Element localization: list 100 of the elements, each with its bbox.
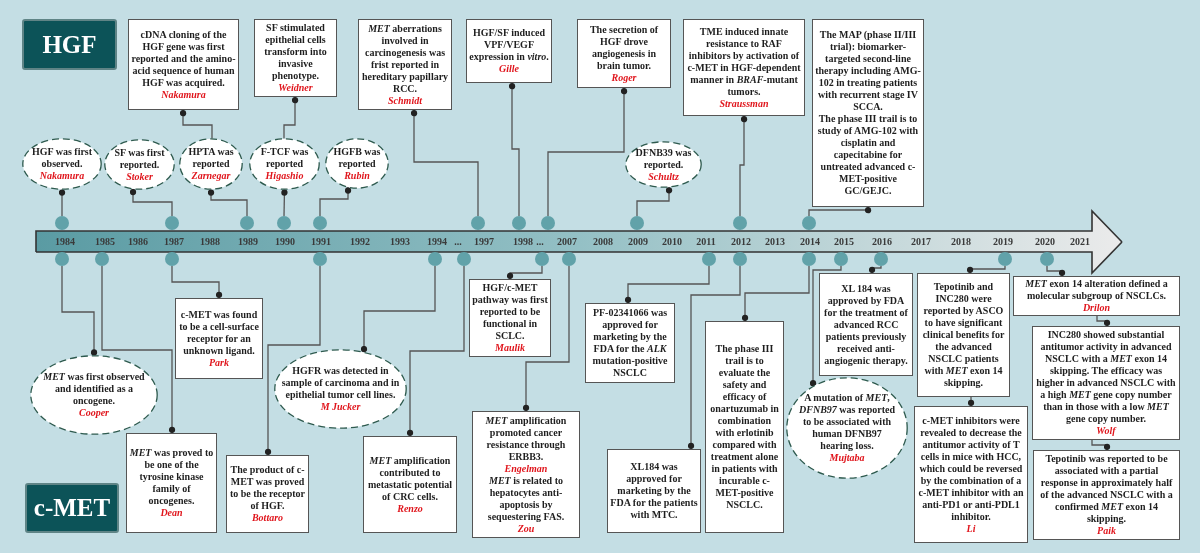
event-text: XL 184 was approved by FDA for the treatment of advanced RCC patients previously received anti-angiogenic therapy. <box>823 282 909 367</box>
event-text: The phase III trail is to evaluate the safety and efficacy of onartuzumab in combination with erlotinib compared with treatment alone in patients with incurable c-MET-positive NSCLC. <box>709 343 780 511</box>
author-name: Paik <box>1097 525 1116 537</box>
author-name: Li <box>966 522 976 535</box>
year-label: 1993 <box>390 236 410 248</box>
section-header <box>22 19 117 70</box>
event-box <box>607 449 701 533</box>
event-box <box>812 19 924 207</box>
timeline-dot-icon <box>562 252 576 266</box>
year-label: 2017 <box>911 236 931 248</box>
connector-line <box>739 115 748 217</box>
timeline-dot-icon <box>874 252 888 266</box>
year-label: 2021 <box>1070 236 1090 248</box>
event-text: cDNA cloning of the HGF gene was first reported and the amino-acid sequence of human HGF was acquired. <box>131 28 236 89</box>
connector-line <box>406 265 465 437</box>
connector-line <box>687 265 741 450</box>
author-name: Maulik <box>495 342 525 354</box>
connector-line <box>1091 439 1111 451</box>
event-text: SF was first reported. <box>113 146 166 171</box>
year-label: 2009 <box>628 236 648 248</box>
event-ellipse <box>625 141 702 188</box>
year-label: 1989 <box>238 236 258 248</box>
author-name: Zou <box>517 522 535 535</box>
event-text: HGF/c-MET pathway was first reported to be functional in SCLC. <box>472 282 548 342</box>
event-text: MET amplification promoted cancer resistance through ERBB3. <box>484 414 568 463</box>
event-text: The phase III trail is to study of AMG-102 with cisplatin and capecitabine for untreated advanced c-MET-positive GC/GEJC. <box>816 113 920 197</box>
event-box <box>358 19 452 110</box>
event-text: MET was first observed and identified as a oncogene. <box>42 371 146 407</box>
connector-line <box>264 265 321 456</box>
event-text: HGFB was reported <box>332 145 382 170</box>
author-name: Roger <box>611 71 637 84</box>
event-box <box>1033 450 1180 540</box>
event-box <box>705 321 784 533</box>
event-box <box>914 406 1028 543</box>
author-name: Engelman <box>504 462 548 475</box>
timeline-dot-icon <box>240 216 254 230</box>
event-text: MET exon 14 alteration defined a molecular subgroup of NSCLCs. <box>1024 278 1169 302</box>
year-label: 1998 <box>513 236 533 248</box>
event-box <box>917 273 1010 397</box>
timeline-dot-icon <box>630 216 644 230</box>
author-name: Park <box>209 356 229 369</box>
connector-line <box>101 265 176 434</box>
event-text: The product of c-MET was proved to be the receptor of HGF. <box>229 464 306 512</box>
connector-line <box>281 188 288 217</box>
connector-line <box>58 188 66 217</box>
author-name: Schmidt <box>388 94 422 107</box>
event-text: A mutation of MET, DFNB97 was reported to be associated with human DFNB97 hearing loss. <box>798 392 896 452</box>
author-name: Nakamura <box>39 170 85 182</box>
event-text: The MAP (phase II/III trial): biomarker-targeted second-line therapy including AMG-102 in treating patients with recurrent stage IV SCCA. <box>815 29 921 113</box>
author-name: Mujtaba <box>829 452 865 464</box>
event-box <box>1013 276 1180 316</box>
connector-line <box>207 188 248 217</box>
connector-line <box>1096 315 1111 327</box>
timeline-dot-icon <box>1040 252 1054 266</box>
event-ellipse <box>22 138 102 190</box>
author-name: Zarnegar <box>191 170 231 182</box>
year-label: 2018 <box>951 236 971 248</box>
event-box <box>585 303 675 383</box>
connector-line <box>966 265 1006 274</box>
event-text: F-TCF was reported <box>259 146 310 170</box>
author-name: Gille <box>499 63 519 75</box>
event-ellipse <box>249 138 320 190</box>
author-name: M Jucker <box>320 401 361 413</box>
event-ellipse <box>30 355 158 435</box>
connector-line <box>636 186 673 217</box>
timeline-dot-icon <box>313 252 327 266</box>
event-text: HGFR was detected in sample of carcinoma and in epithelial tumor cell lines. <box>280 365 401 401</box>
timeline-dot-icon <box>733 216 747 230</box>
year-label: 2010 <box>662 236 682 248</box>
event-box <box>466 19 552 83</box>
event-text: MET amplification contributed to metastatic potential of CRC cells. <box>366 454 454 503</box>
timeline-dot-icon <box>535 252 549 266</box>
gap-mark: ... <box>454 236 462 248</box>
connector-line <box>283 96 299 140</box>
year-label: 2011 <box>696 236 716 248</box>
timeline-dot-icon <box>165 216 179 230</box>
author-name: Higashio <box>265 170 304 182</box>
connector-line <box>129 188 173 217</box>
year-label: 1992 <box>350 236 370 248</box>
timeline-dot-icon <box>95 252 109 266</box>
event-box <box>363 436 457 533</box>
timeline-dot-icon <box>702 252 716 266</box>
year-label: 2008 <box>593 236 613 248</box>
event-text: HPTA was reported <box>187 146 235 170</box>
event-text: INC280 showed substantial antitumor activity in advanced NSCLC with a MET exon 14 skipping. The efficacy was higher in advanced NSCLC with a high MET gene copy number than in those with a low MET gene copy number. <box>1035 329 1177 425</box>
event-ellipse <box>104 139 175 190</box>
timeline-dot-icon <box>277 216 291 230</box>
timeline-dot-icon <box>55 252 69 266</box>
year-label: 1987 <box>164 236 184 248</box>
author-name: Rubin <box>344 169 370 182</box>
event-box <box>819 273 913 376</box>
timeline-dot-icon <box>998 252 1012 266</box>
event-ellipse <box>274 349 407 429</box>
year-label: 2015 <box>834 236 854 248</box>
event-text: XL184 was approved for marketing by the FDA for the patients with MTC. <box>610 461 698 521</box>
event-text: PF-02341066 was approved for marketing by the FDA for the ALK mutation-positive NSCLC <box>591 307 669 379</box>
event-box <box>469 279 551 357</box>
connector-line <box>809 265 842 387</box>
author-name: Stoker <box>126 170 153 183</box>
connector-line <box>868 265 882 274</box>
